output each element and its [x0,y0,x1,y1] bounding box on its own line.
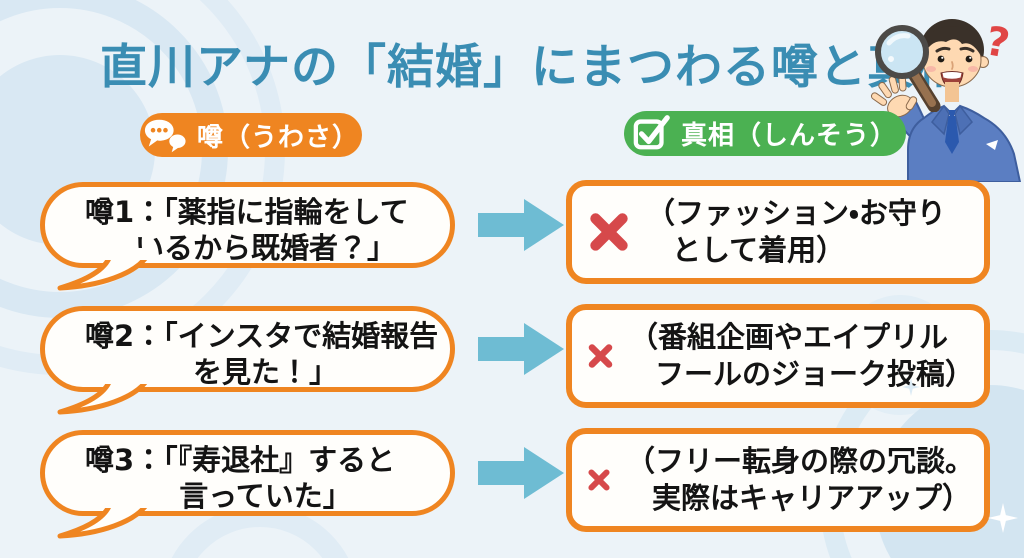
comparison-row-2: 噂2：「インスタで結婚報告 を見た！」 （番組企画やエイプリル フールのジョーク… [0,304,1024,426]
rumor-header-label: 噂（うわさ） [196,122,359,153]
rumor-text-line2: 言っていた」 [179,479,352,513]
announcer-character-illustration: ? [868,10,1024,182]
comparison-row-3: 噂3：「『寿退社』すると 言っていた」 （フリー転身の際の冗談。 実際はキャリア… [0,428,1024,550]
rumor-text-line2: いるから既婚者？」 [134,231,396,265]
arrow-right-icon [478,444,566,506]
cross-x-icon [588,344,613,368]
cartoon-man-illustration [870,19,1022,182]
truth-box: （フリー転身の際の冗談。 実際はキャリアアップ） [566,428,990,532]
speech-bubbles-icon [144,119,186,153]
truth-text-line1: （番組企画やエイプリル [628,320,948,354]
truth-text-line1: （フリー転身の際の冗談。 [625,444,974,478]
rumor-text-line1: 噂1：「薬指に指輪をして [85,195,409,229]
truth-box: （番組企画やエイプリル フールのジョーク投稿） [566,304,990,408]
magnifying-glass-icon [875,25,941,112]
truth-text: （番組企画やエイプリル フールのジョーク投稿） [629,319,974,393]
speech-bubble-tail [57,248,154,291]
page-title: 直川アナの「結婚」にまつわる噂と真相 [100,40,964,95]
sparkle-icon [988,503,1018,533]
truth-text: （フリー転身の際の冗談。 実際はキャリアアップ） [626,443,974,517]
comparison-row-1: 噂1：「薬指に指輪をして いるから既婚者？」 （ファッション・お守り として着用… [0,180,1024,302]
cross-x-icon [588,469,610,491]
arrow-right-icon [478,196,566,258]
speech-bubble-tail [57,372,154,415]
rumor-column-header: 噂（うわさ） [140,113,362,157]
speech-bubble-tail [57,496,154,539]
rumor-text-line2: を見た！」 [192,355,338,389]
truth-text-line2: 実際はキャリアアップ） [651,481,971,515]
truth-text-line2: として着用） [672,233,846,267]
rumor-text-line1: 噂3：「『寿退社』すると [85,443,396,477]
rumor-text-line1: 噂2：「インスタで結婚報告 [85,319,439,353]
arrow-right-icon [478,320,566,382]
truth-text-line2: フールのジョーク投稿） [654,357,974,391]
truth-text: （ファッション・お守り として着用） [646,195,946,269]
truth-column-header: 真相（しんそう） [624,111,906,156]
truth-box: （ファッション・お守り として着用） [566,180,990,284]
truth-header-label: 真相（しんそう） [680,121,897,151]
checkbox-check-icon [633,114,670,149]
truth-text-line1: （ファッション・お守り [646,196,946,230]
cross-x-icon [590,213,628,251]
sparkle-icon [902,378,920,396]
